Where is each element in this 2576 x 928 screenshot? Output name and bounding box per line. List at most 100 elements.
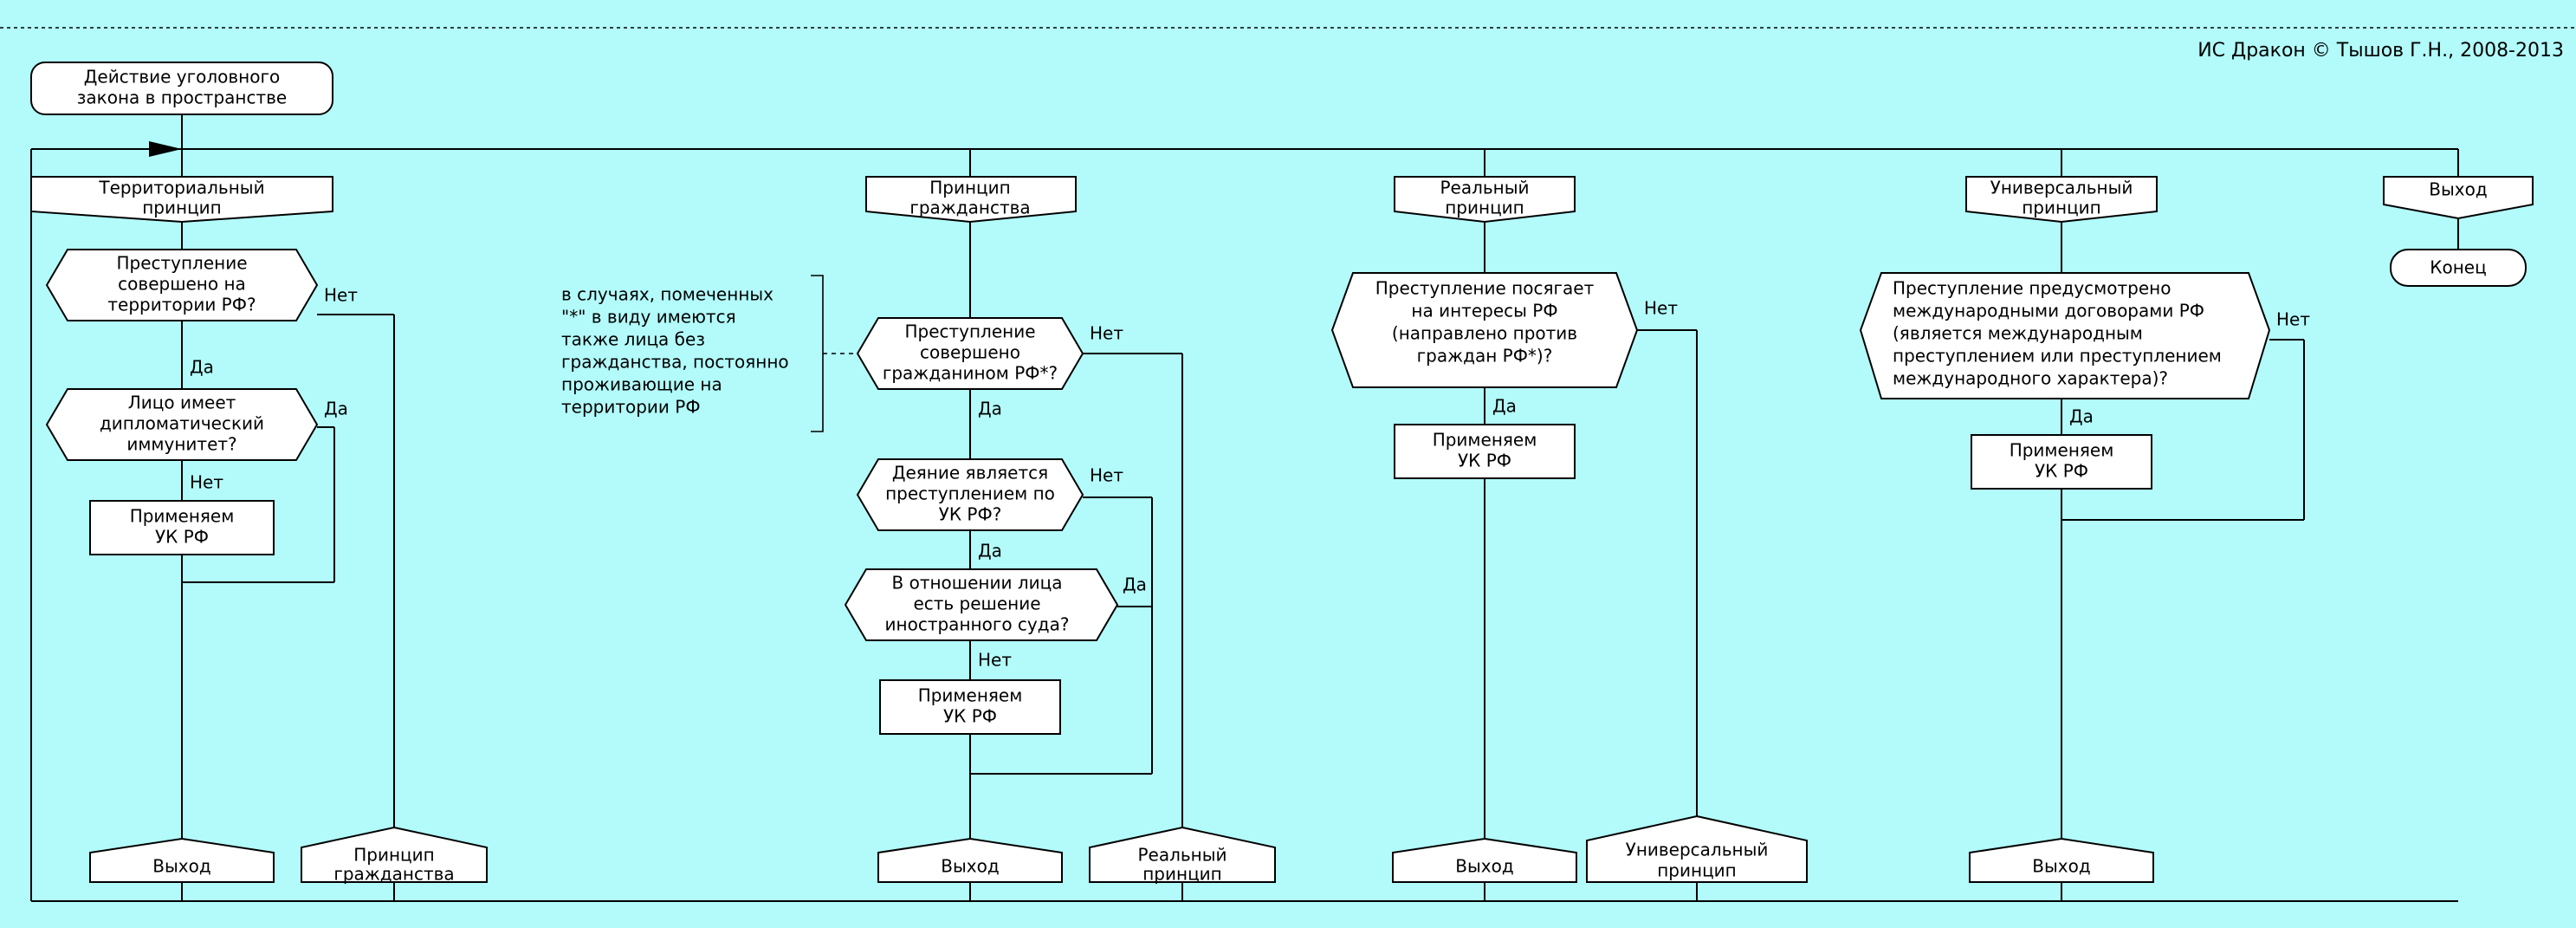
b3-action-line-1: Применяем xyxy=(1433,430,1537,451)
note-line-1: в случаях, помеченных xyxy=(561,284,773,305)
b1-action-line-2: УК РФ xyxy=(155,527,209,548)
b1-q1-line-3: территории РФ? xyxy=(107,295,256,315)
b2-q2-yes-label: Да xyxy=(978,541,1002,561)
b2-q2-line-3: УК РФ? xyxy=(939,504,1002,525)
note-comment: в случаях, помеченных "*" в виду имеются… xyxy=(561,275,858,432)
b1-q1-line-2: совершено на xyxy=(118,274,246,295)
b2-q1-line-2: совершено xyxy=(920,342,1020,363)
b2-q1-yes-label: Да xyxy=(978,399,1002,419)
b1-question-1[interactable]: Преступление совершено на территории РФ? xyxy=(45,249,319,321)
b1-q1-yes-label: Да xyxy=(190,357,214,378)
b2-q3-yes-label: Да xyxy=(1123,574,1147,595)
b4-action-1[interactable]: Применяем УК РФ xyxy=(1971,434,2152,490)
b2-question-1[interactable]: Преступление совершено гражданином РФ*? xyxy=(856,317,1084,390)
b1-action-line-1: Применяем xyxy=(130,506,235,527)
copyright-credit: ИС Дракон © Тышов Г.Н., 2008-2013 xyxy=(2197,40,2564,62)
b3-exit1-label: Выход xyxy=(1455,856,1513,877)
branch-head-territorial[interactable]: Территориальный принцип xyxy=(30,176,333,224)
b4-q1-yes-label: Да xyxy=(2069,406,2094,427)
b4-action-line-2: УК РФ xyxy=(2035,461,2088,482)
end-shape xyxy=(2390,249,2527,287)
b1-exit2-line-1: Принцип xyxy=(353,845,435,866)
b2-exit1-label: Выход xyxy=(941,856,999,877)
branch-head-universal[interactable]: Универсальный принцип xyxy=(1965,176,2158,224)
note-bracket xyxy=(811,275,824,432)
b2-q1-line-1: Преступление xyxy=(904,321,1035,342)
b4-q1-shape xyxy=(1859,272,2271,399)
b3-action-1[interactable]: Применяем УК РФ xyxy=(1394,424,1576,479)
b1-exit-1[interactable]: Выход xyxy=(89,837,275,883)
branch-head-final-exit[interactable]: Выход xyxy=(2383,176,2534,220)
b4-question-1[interactable]: Преступление предусмотрено международным… xyxy=(1859,272,2271,399)
b4-q1-line-3: (является международным xyxy=(1893,323,2143,344)
b4-action-shape xyxy=(1971,434,2152,490)
b4-q1-line-4: преступлением или преступлением xyxy=(1893,346,2222,367)
node-end[interactable]: Конец xyxy=(2390,249,2527,287)
b1-head-line-1: Территориальный xyxy=(98,178,264,198)
b3-q1-yes-label: Да xyxy=(1492,396,1517,417)
b3-exit2-line-2: принцип xyxy=(1657,860,1737,881)
title-line-2: закона в пространстве xyxy=(77,88,287,108)
title-line-1: Действие уголовного xyxy=(84,67,280,88)
b1-exit2-line-2: гражданства xyxy=(333,864,454,885)
b3-q1-line-4: граждан РФ*)? xyxy=(1417,346,1553,367)
b2-exit-1[interactable]: Выход xyxy=(877,837,1063,883)
b3-action-shape xyxy=(1394,424,1576,479)
b2-action-line-1: Применяем xyxy=(918,685,1023,706)
b2-q1-no-label: Нет xyxy=(1090,323,1123,344)
b1-q2-line-3: иммунитет? xyxy=(126,434,236,455)
b2-q2-no-label: Нет xyxy=(1090,465,1123,486)
b1-q1-line-1: Преступление xyxy=(116,253,247,274)
b4-head-shape xyxy=(1965,176,2158,224)
note-line-6: территории РФ xyxy=(561,397,701,418)
b2-question-3[interactable]: В отношении лица есть решение иностранно… xyxy=(844,568,1119,641)
note-line-2: "*" в виду имеются xyxy=(561,307,736,328)
b3-question-1[interactable]: Преступление посягает на интересы РФ (на… xyxy=(1330,272,1639,388)
b1-q1-shape xyxy=(45,249,319,321)
b2-exit2-line-1: Реальный xyxy=(1137,845,1227,866)
b3-action-line-2: УК РФ xyxy=(1458,451,1511,471)
b2-q2-shape xyxy=(856,458,1084,531)
b3-q1-line-3: (направлено против xyxy=(1392,323,1577,344)
b2-exit2-line-2: принцип xyxy=(1142,864,1222,885)
b2-q3-no-label: Нет xyxy=(978,650,1012,671)
b1-q2-yes-label: Да xyxy=(324,399,348,419)
b1-q1-no-label: Нет xyxy=(324,285,358,306)
b3-head-line-2: принцип xyxy=(1445,198,1524,218)
b3-exit-1[interactable]: Выход xyxy=(1392,837,1577,883)
b3-head-shape xyxy=(1394,176,1576,224)
b3-exit-2[interactable]: Универсальный принцип xyxy=(1586,814,1808,883)
b1-action-shape xyxy=(89,500,275,555)
b2-question-2[interactable]: Деяние является преступлением по УК РФ? xyxy=(856,458,1084,531)
b3-head-line-1: Реальный xyxy=(1440,178,1529,198)
b2-q2-line-2: преступлением по xyxy=(885,483,1055,504)
branch-head-citizenship[interactable]: Принцип гражданства xyxy=(865,176,1077,224)
note-line-3: также лица без xyxy=(561,329,705,350)
b1-action-1[interactable]: Применяем УК РФ xyxy=(89,500,275,555)
b2-exit-2[interactable]: Реальный принцип xyxy=(1089,826,1276,885)
b4-action-line-1: Применяем xyxy=(2010,440,2114,461)
b3-q1-shape xyxy=(1330,272,1639,388)
b2-q2-line-1: Деяние является xyxy=(892,463,1048,483)
branch-head-real[interactable]: Реальный принцип xyxy=(1394,176,1576,224)
b2-action-1[interactable]: Применяем УК РФ xyxy=(879,679,1061,735)
b2-action-line-2: УК РФ xyxy=(943,706,997,727)
b2-q1-shape xyxy=(856,317,1084,390)
b3-exit2-line-1: Универсальный xyxy=(1626,840,1769,860)
b1-exit-2[interactable]: Принцип гражданства xyxy=(301,826,488,885)
b1-head-shape xyxy=(30,176,333,224)
node-title[interactable]: Действие уголовного закона в пространств… xyxy=(30,62,333,115)
b2-head-line-2: гражданства xyxy=(909,198,1030,218)
note-line-4: гражданства, постоянно xyxy=(561,352,789,373)
b2-q3-line-3: иностранного суда? xyxy=(885,614,1070,635)
b2-head-shape xyxy=(865,176,1077,224)
b1-question-2[interactable]: Лицо имеет дипломатический иммунитет? xyxy=(45,388,319,461)
b4-exit1-label: Выход xyxy=(2032,856,2090,877)
b2-head-line-1: Принцип xyxy=(929,178,1011,198)
b1-q2-shape xyxy=(45,388,319,461)
b1-q2-line-1: Лицо имеет xyxy=(128,393,236,413)
b4-head-line-1: Универсальный xyxy=(1990,178,2133,198)
b4-exit-1[interactable]: Выход xyxy=(1969,837,2154,883)
b3-q1-no-label: Нет xyxy=(1644,298,1678,319)
